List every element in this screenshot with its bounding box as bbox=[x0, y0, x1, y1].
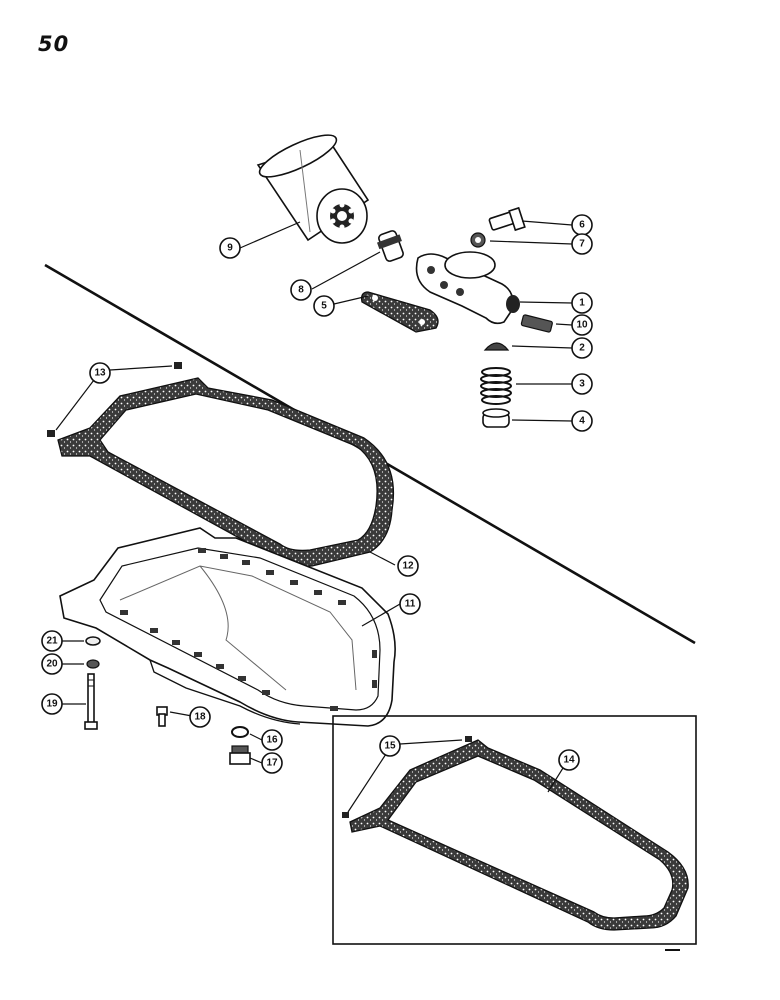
clip-13-b bbox=[47, 430, 55, 437]
callout-17: 17 bbox=[261, 752, 283, 774]
callout-4: 4 bbox=[571, 410, 593, 432]
svg-text:1: 1 bbox=[579, 298, 585, 309]
page-number: 50 bbox=[38, 32, 70, 56]
callout-14: 14 bbox=[558, 749, 580, 771]
callout-13: 13 bbox=[89, 362, 111, 384]
callout-7: 7 bbox=[571, 233, 593, 255]
svg-text:18: 18 bbox=[194, 712, 206, 723]
callout-10: 10 bbox=[571, 314, 593, 336]
clip-13-a bbox=[174, 362, 182, 369]
svg-text:10: 10 bbox=[576, 320, 588, 331]
svg-text:2: 2 bbox=[579, 343, 585, 354]
svg-text:14: 14 bbox=[563, 755, 575, 766]
callout-12: 12 bbox=[397, 555, 419, 577]
o-ring-16 bbox=[231, 726, 249, 738]
svg-text:7: 7 bbox=[579, 239, 585, 250]
svg-text:5: 5 bbox=[321, 301, 327, 312]
callout-18: 18 bbox=[189, 706, 211, 728]
callout-1: 1 bbox=[571, 292, 593, 314]
oil-filter bbox=[256, 134, 370, 244]
drain-plug-17 bbox=[229, 745, 251, 765]
bolt-6 bbox=[488, 206, 526, 232]
svg-text:19: 19 bbox=[46, 699, 58, 710]
oil-pan-gasket-14 bbox=[349, 739, 689, 931]
svg-text:21: 21 bbox=[46, 636, 58, 647]
svg-text:4: 4 bbox=[579, 416, 585, 427]
svg-text:15: 15 bbox=[384, 741, 396, 752]
callout-2: 2 bbox=[571, 337, 593, 359]
callout-20: 20 bbox=[41, 653, 63, 675]
svg-text:11: 11 bbox=[405, 599, 416, 610]
callout-21: 21 bbox=[41, 630, 63, 652]
cap-4 bbox=[482, 408, 510, 428]
svg-text:16: 16 bbox=[266, 735, 278, 746]
callout-19: 19 bbox=[41, 693, 63, 715]
valve-cap-2 bbox=[483, 342, 510, 351]
filter-adapter bbox=[415, 251, 520, 325]
callout-5: 5 bbox=[313, 295, 335, 317]
callout-15: 15 bbox=[379, 735, 401, 757]
callout-3: 3 bbox=[571, 373, 593, 395]
callout-16: 16 bbox=[261, 729, 283, 751]
washer-20 bbox=[86, 659, 100, 669]
svg-text:17: 17 bbox=[266, 758, 278, 769]
leader-lines bbox=[55, 220, 573, 813]
plug-10 bbox=[520, 314, 553, 333]
svg-text:6: 6 bbox=[579, 220, 585, 231]
oil-pan-11 bbox=[59, 527, 396, 727]
inset-frame bbox=[332, 715, 697, 945]
clip-15-a bbox=[465, 736, 472, 742]
callout-11: 11 bbox=[399, 593, 421, 615]
svg-text:3: 3 bbox=[579, 379, 585, 390]
bolt-19 bbox=[84, 673, 98, 730]
callout-9: 9 bbox=[219, 237, 241, 259]
clip-15-b bbox=[342, 812, 349, 818]
spring-3 bbox=[480, 367, 512, 405]
svg-text:8: 8 bbox=[298, 285, 304, 296]
washer-21 bbox=[85, 636, 101, 646]
bolt-18 bbox=[156, 706, 168, 727]
svg-text:9: 9 bbox=[227, 243, 233, 254]
callout-6: 6 bbox=[571, 214, 593, 236]
svg-text:20: 20 bbox=[46, 659, 58, 670]
filter-fitting bbox=[376, 230, 404, 262]
filter-base-gasket bbox=[360, 291, 439, 333]
callout-8: 8 bbox=[290, 279, 312, 301]
svg-text:12: 12 bbox=[402, 561, 414, 572]
svg-text:13: 13 bbox=[94, 368, 106, 379]
